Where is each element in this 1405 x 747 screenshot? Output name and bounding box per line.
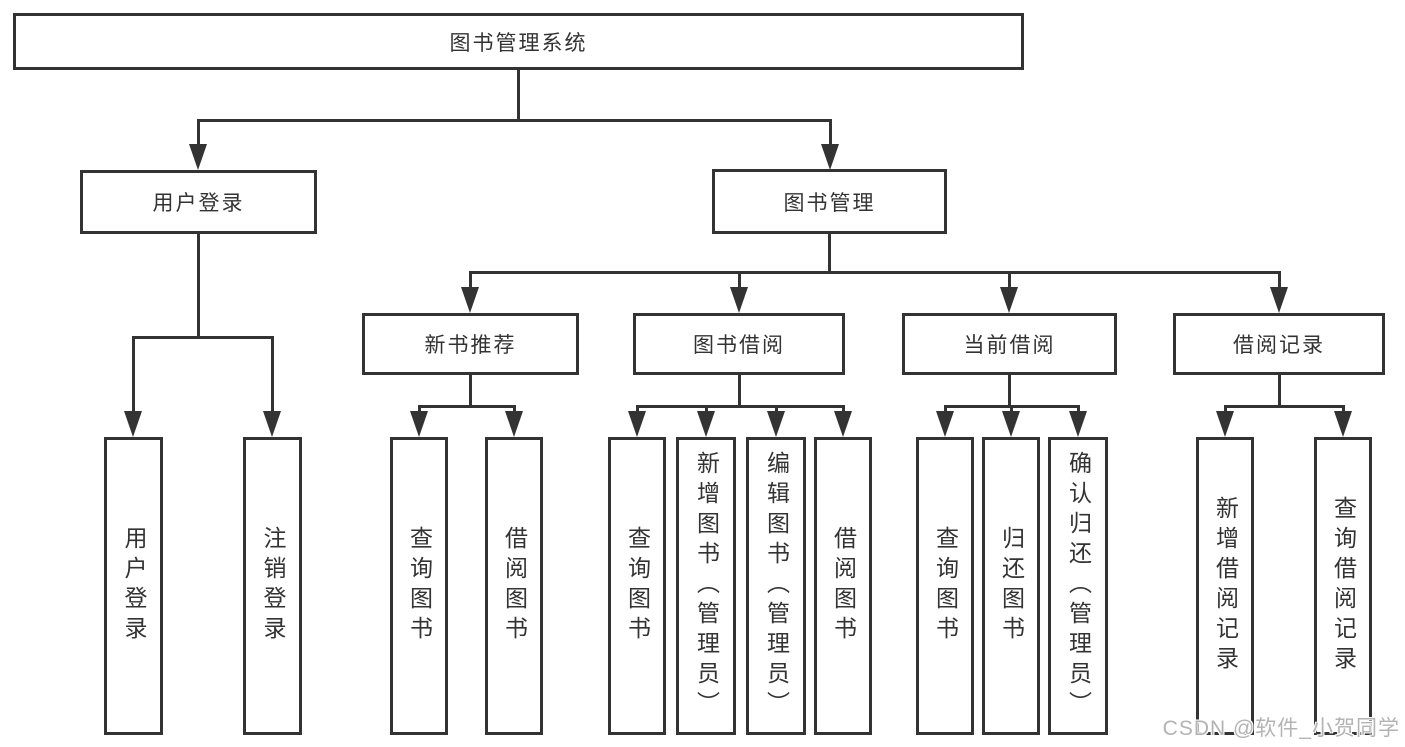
arrowhead-new-book bbox=[461, 287, 479, 313]
arrowhead-borrow-books-1 bbox=[505, 411, 523, 437]
leaf-query-books-borrowing: 查询图书 bbox=[608, 437, 666, 735]
arrowhead-query-books-1 bbox=[410, 411, 428, 437]
leaf-label: 查询借阅记录 bbox=[1330, 496, 1357, 676]
arrowhead-return-books bbox=[1002, 411, 1020, 437]
node-label: 图书借阅 bbox=[693, 334, 785, 357]
connector-borrow-records-stem bbox=[1278, 375, 1281, 408]
node-book-management: 图书管理 bbox=[712, 169, 947, 234]
connector-shaft bbox=[513, 405, 516, 413]
connector-user-login-shaft bbox=[197, 119, 200, 147]
arrowhead-confirm-return bbox=[1069, 411, 1087, 437]
connector-shaft bbox=[1342, 405, 1345, 413]
connector-shaft bbox=[944, 405, 947, 413]
connector-new-book-stem bbox=[469, 375, 472, 408]
connector-book-borrow-shaft bbox=[738, 271, 741, 289]
node-user-login: 用户登录 bbox=[80, 170, 317, 234]
connector-shaft bbox=[842, 405, 845, 413]
leaf-borrow-books-recommend: 借阅图书 bbox=[485, 437, 543, 735]
node-book-borrowing: 图书借阅 bbox=[633, 313, 845, 375]
connector-book-borrow-stem bbox=[738, 375, 741, 408]
connector-current-borrow-stem bbox=[1008, 375, 1011, 408]
arrowhead-query-books-2 bbox=[628, 411, 646, 437]
arrowhead-query-books-3 bbox=[936, 411, 954, 437]
leaf-add-borrow-record: 新增借阅记录 bbox=[1196, 437, 1254, 735]
connector-book-mgmt-shaft bbox=[829, 119, 832, 147]
connector-book-borrow-crossbar bbox=[636, 405, 844, 408]
connector-shaft bbox=[1077, 405, 1080, 413]
leaf-return-books: 归还图书 bbox=[982, 437, 1040, 735]
csdn-watermark: CSDN @软件_小贺同学 bbox=[1162, 717, 1400, 740]
leaf-label: 查询图书 bbox=[406, 526, 433, 646]
connector-user-login-crossbar bbox=[132, 336, 274, 339]
leaf-add-books-admin: 新增图书（管理员） bbox=[676, 437, 736, 735]
arrowhead-leaf-user-login bbox=[124, 411, 142, 437]
connector-root-crossbar bbox=[197, 119, 831, 122]
leaf-label: 编辑图书（管理员） bbox=[763, 451, 790, 721]
leaf-confirm-return-admin: 确认归还（管理员） bbox=[1048, 437, 1108, 735]
leaf-logout: 注销登录 bbox=[243, 437, 302, 735]
leaf-label: 借阅图书 bbox=[501, 526, 528, 646]
node-label: 新书推荐 bbox=[424, 334, 517, 357]
arrowhead-book-mgmt bbox=[821, 144, 839, 170]
leaf-query-books-current: 查询图书 bbox=[916, 437, 974, 735]
leaf-edit-books-admin: 编辑图书（管理员） bbox=[746, 437, 806, 735]
connector-shaft bbox=[705, 405, 708, 413]
arrowhead-add-books bbox=[697, 411, 715, 437]
arrowhead-edit-books bbox=[767, 411, 785, 437]
leaf-label: 借阅图书 bbox=[830, 526, 857, 646]
connector-borrow-records-shaft bbox=[1278, 271, 1281, 289]
connector-borrow-records-crossbar bbox=[1224, 405, 1344, 408]
leaf-label: 新增借阅记录 bbox=[1212, 496, 1239, 676]
arrowhead-query-borrow-record bbox=[1334, 411, 1352, 437]
arrowhead-borrow-records bbox=[1270, 287, 1288, 313]
leaf-query-borrow-record: 查询借阅记录 bbox=[1314, 437, 1372, 735]
leaf-label: 确认归还（管理员） bbox=[1065, 451, 1092, 721]
leaf-label: 用户登录 bbox=[121, 526, 147, 646]
leaf-query-books-recommend: 查询图书 bbox=[390, 437, 448, 735]
connector-book-mgmt-crossbar bbox=[469, 271, 1281, 274]
leaf-label: 查询图书 bbox=[932, 526, 959, 646]
node-current-borrowing: 当前借阅 bbox=[902, 313, 1117, 375]
node-label: 用户登录 bbox=[152, 192, 245, 215]
arrowhead-user-login bbox=[189, 144, 207, 170]
connector-shaft bbox=[636, 405, 639, 413]
arrowhead-book-borrow bbox=[730, 287, 748, 313]
node-label: 图书管理 bbox=[783, 191, 876, 215]
node-borrowing-records: 借阅记录 bbox=[1173, 313, 1385, 375]
connector-shaft bbox=[775, 405, 778, 413]
connector-leaf-user-login-shaft bbox=[132, 336, 135, 413]
node-library-management-system: 图书管理系统 bbox=[13, 13, 1024, 70]
node-new-book-recommendation: 新书推荐 bbox=[362, 313, 579, 375]
connector-shaft bbox=[418, 405, 421, 413]
connector-new-book-crossbar bbox=[418, 405, 515, 408]
connector-new-book-shaft bbox=[469, 271, 472, 289]
leaf-borrow-books-borrowing: 借阅图书 bbox=[814, 437, 872, 735]
arrowhead-borrow-books-2 bbox=[834, 411, 852, 437]
connector-shaft bbox=[1010, 405, 1013, 413]
leaf-label: 注销登录 bbox=[260, 526, 286, 646]
arrowhead-current-borrow bbox=[1000, 287, 1018, 313]
leaf-label: 新增图书（管理员） bbox=[693, 451, 720, 721]
node-label: 当前借阅 bbox=[963, 334, 1056, 357]
leaf-user-login: 用户登录 bbox=[104, 437, 163, 735]
arrowhead-add-borrow-record bbox=[1216, 411, 1234, 437]
connector-shaft bbox=[1224, 405, 1227, 413]
connector-user-login-stem bbox=[197, 234, 200, 339]
connector-current-borrow-shaft bbox=[1008, 271, 1011, 289]
node-label: 借阅记录 bbox=[1233, 334, 1325, 357]
leaf-label: 查询图书 bbox=[624, 526, 651, 646]
connector-book-mgmt-stem bbox=[828, 233, 831, 273]
connector-root-stem bbox=[517, 69, 520, 121]
node-label: 图书管理系统 bbox=[449, 31, 588, 55]
leaf-label: 归还图书 bbox=[998, 526, 1025, 646]
connector-leaf-logout-shaft bbox=[271, 336, 274, 413]
arrowhead-leaf-logout bbox=[263, 411, 281, 437]
